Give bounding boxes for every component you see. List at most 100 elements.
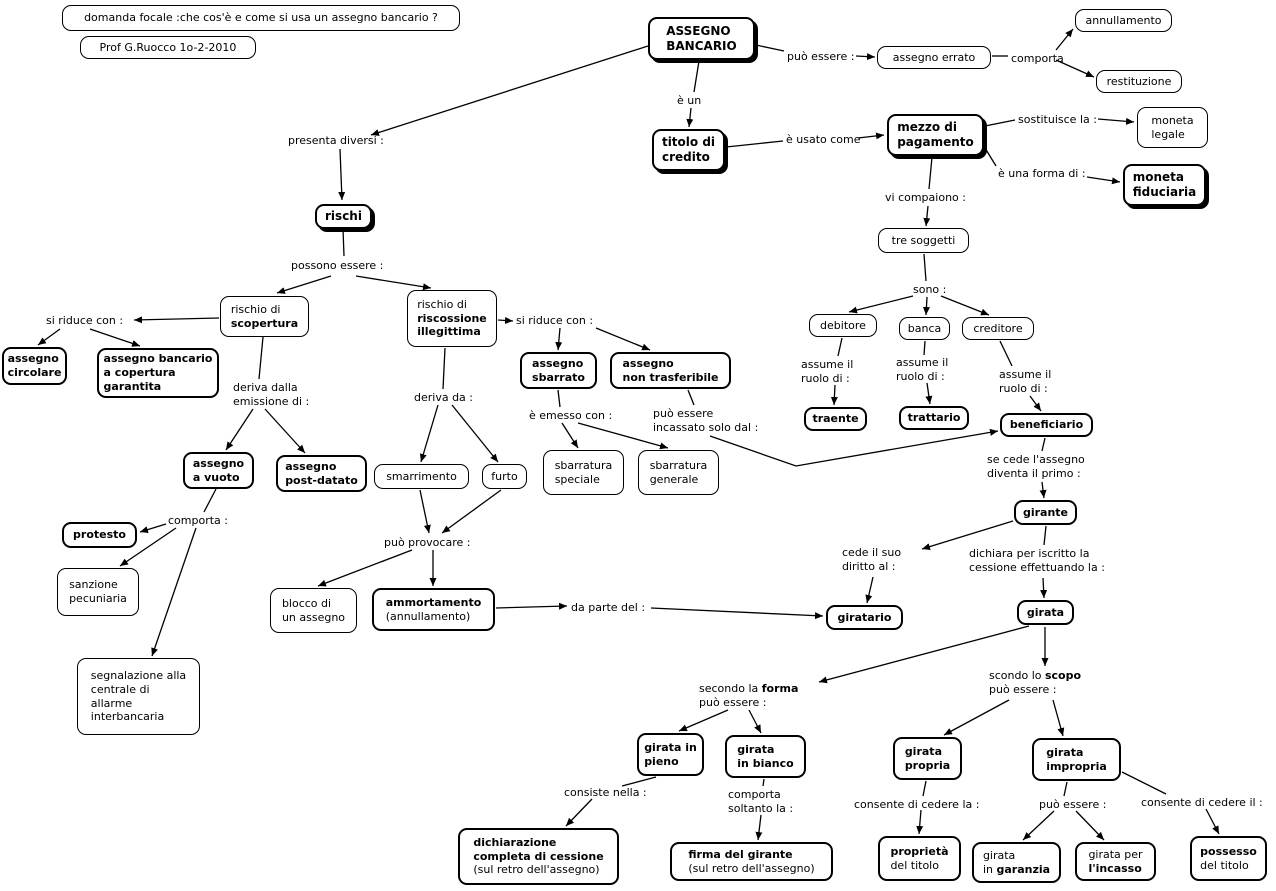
concept-rischi[interactable]: rischi (315, 204, 372, 229)
concept-firma-del-girante[interactable]: firma del girante(sul retro dell'assegno… (670, 842, 833, 881)
concept-protesto[interactable]: protesto (62, 522, 137, 548)
concept-author[interactable]: Prof G.Ruocco 1o-2-2010 (80, 36, 256, 59)
concept-traente[interactable]: traente (804, 407, 867, 431)
concept-debitore[interactable]: debitore (809, 314, 877, 337)
connector-line (923, 205, 931, 227)
connector-line (338, 148, 346, 201)
connector-line (621, 776, 657, 787)
concept-assegno-errato[interactable]: assegno errato (877, 46, 991, 69)
connector-line (577, 422, 669, 450)
connector-line (441, 489, 502, 534)
concept-creditore[interactable]: creditore (962, 317, 1034, 340)
connector-line (264, 408, 306, 454)
concept-girante[interactable]: girante (1014, 500, 1077, 525)
connector-line (999, 340, 1013, 367)
connector-line (922, 296, 930, 316)
connector-line (1022, 810, 1055, 841)
concept-banca[interactable]: banca (899, 317, 950, 340)
concept-annullamento[interactable]: annullamento (1075, 9, 1172, 32)
connector-line (1043, 525, 1047, 546)
connector-line (748, 709, 762, 734)
connector-line (1040, 577, 1048, 599)
link-phrase-puo-essere-1: può essere : (787, 50, 855, 63)
connector-line (709, 428, 999, 467)
concept-ammortamento[interactable]: ammortamento(annullamento) (372, 588, 495, 631)
concept-trattario[interactable]: trattario (899, 406, 969, 430)
connector-line (565, 798, 593, 827)
connector-line (940, 295, 990, 316)
link-phrase-puo-provocare: può provocare : (384, 536, 471, 549)
connector-line (561, 422, 579, 449)
concept-furto[interactable]: furto (482, 464, 527, 489)
connector-line (1052, 699, 1065, 737)
connector-line (1097, 117, 1135, 125)
connector-line (370, 45, 649, 136)
connector-line (451, 404, 499, 463)
connector-line (693, 60, 700, 93)
concept-tre-soggetti[interactable]: tre soggetti (878, 228, 969, 253)
link-phrase-comporta-dx: comporta (1011, 52, 1064, 65)
concept-restituzione[interactable]: restituzione (1096, 70, 1182, 93)
link-phrase-si-riduce-con-dx: si riduce con : (516, 314, 594, 327)
connector-line (925, 382, 933, 405)
connector-line (1055, 28, 1074, 51)
connector-line (1039, 481, 1047, 499)
connector-line (497, 316, 514, 324)
connector-line (1029, 395, 1042, 412)
connector-line (317, 549, 413, 587)
link-phrase-e-una-forma-di: è una forma di : (998, 167, 1086, 180)
concept-girata[interactable]: girata (1017, 600, 1074, 625)
connector-line (258, 336, 264, 380)
connector-line (855, 53, 876, 61)
connector-line (557, 389, 561, 408)
connector-line (923, 253, 927, 282)
link-phrase-puo-essere-2: può essere : (1039, 798, 1107, 811)
concept-beneficiario[interactable]: beneficiario (1000, 413, 1093, 437)
concept-giratario[interactable]: giratario (826, 605, 903, 630)
link-phrase-consiste-nella: consiste nella : (564, 786, 647, 799)
connector-line (1055, 59, 1095, 78)
connector-line (203, 488, 217, 513)
connector-line (139, 523, 167, 533)
link-phrase-comporta-sx: comporta : (168, 514, 228, 527)
connector-line (225, 408, 254, 451)
link-phrase-consente-di-cedere-il: consente di cedere il : (1141, 796, 1263, 809)
concept-focal-question[interactable]: domanda focale :che cos'è e come si usa … (62, 5, 460, 31)
concept-smarrimento[interactable]: smarrimento (374, 464, 469, 489)
